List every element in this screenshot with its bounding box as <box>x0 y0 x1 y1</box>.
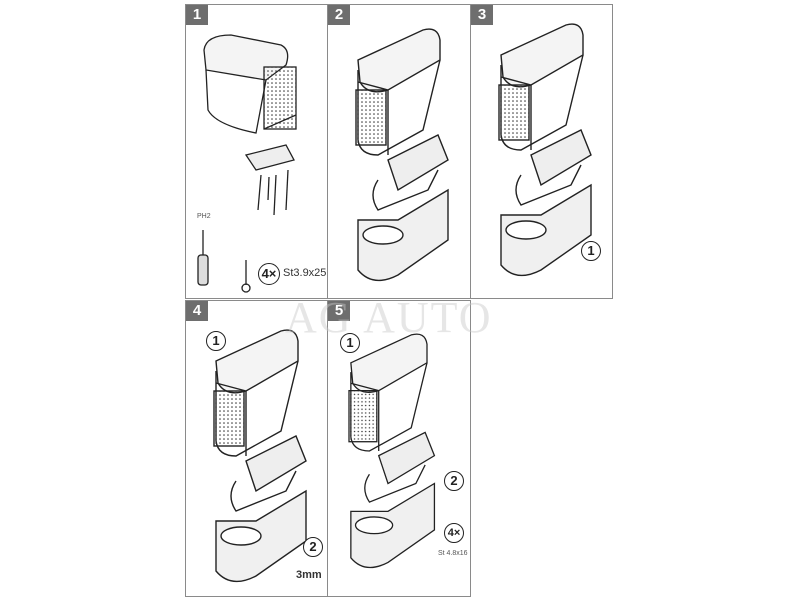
callout-1: 1 <box>581 241 601 261</box>
quantity-badge: 4× <box>444 523 464 543</box>
step-number: 2 <box>328 5 350 25</box>
hex-key-size: 3mm <box>296 569 322 581</box>
screw-spec: St3.9x25 <box>283 267 327 279</box>
watermark: AG AUTO <box>285 293 493 342</box>
step-1-panel: 1 PH2 4× St3.9x25 <box>185 4 328 299</box>
bit-label: PH2 <box>197 213 211 220</box>
callout-2: 2 <box>303 537 323 557</box>
quantity-badge: 4× <box>258 263 280 285</box>
callout-1: 1 <box>206 331 226 351</box>
armrest-illustration <box>355 28 449 282</box>
step-5-panel: 5 1 2 4× St 4.8x16 <box>327 300 471 597</box>
step-4-panel: 4 1 2 3mm <box>185 300 328 597</box>
step-number: 4 <box>186 301 208 321</box>
step-3-panel: 3 1 <box>470 4 613 299</box>
step-number: 1 <box>186 5 208 25</box>
step-number: 3 <box>471 5 493 25</box>
callout-2: 2 <box>444 471 464 491</box>
step-number: 5 <box>328 301 350 321</box>
step-2-panel: 2 <box>327 4 471 299</box>
screw-spec: St 4.8x16 <box>438 550 468 557</box>
armrest-parts-illustration <box>197 34 297 293</box>
callout-1: 1 <box>340 333 360 353</box>
